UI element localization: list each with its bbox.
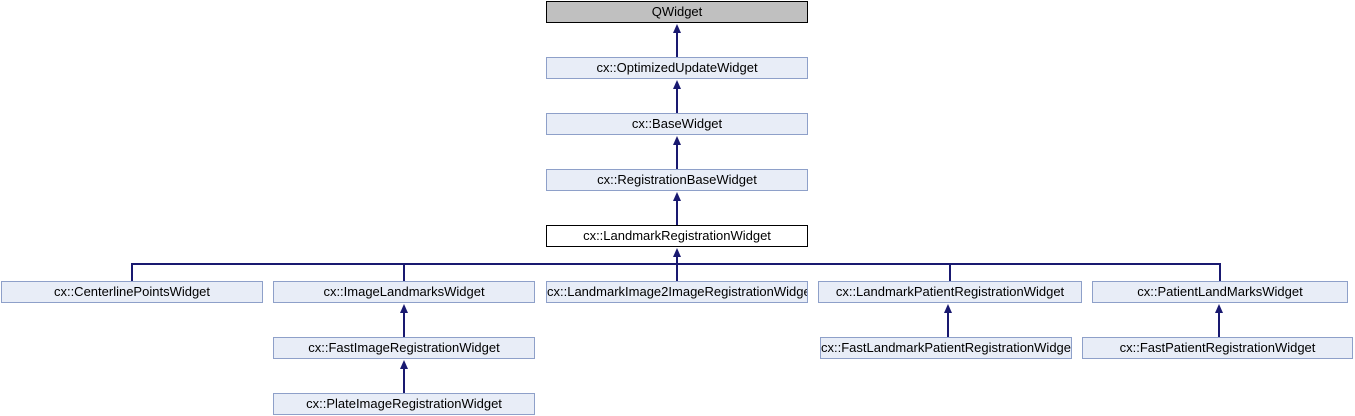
class-node-registration-base-widget[interactable]: cx::RegistrationBaseWidget (546, 169, 808, 191)
class-node-landmark-patient-registration-widget[interactable]: cx::LandmarkPatientRegistrationWidget (818, 281, 1082, 303)
class-node-patient-landmarks-widget[interactable]: cx::PatientLandMarksWidget (1092, 281, 1348, 303)
edge-line-drop-landmark-image2image (676, 263, 678, 281)
class-node-optimized-update-widget[interactable]: cx::OptimizedUpdateWidget (546, 57, 808, 79)
edge-arrowhead-to-patient-landmarks (1215, 304, 1223, 313)
edge-line-drop-centerline-points (131, 263, 133, 281)
edge-line-fastlandmarkpatient-landmarkpatient (947, 311, 949, 337)
edge-arrowhead-to-base-widget (673, 136, 681, 145)
edge-arrowhead-to-image-landmarks (400, 304, 408, 313)
class-node-landmark-image2image-registration-widget[interactable]: cx::LandmarkImage2ImageRegistrationWidge… (546, 281, 808, 303)
class-node-base-widget[interactable]: cx::BaseWidget (546, 113, 808, 135)
edge-line-fastpatient-patientlandmarks (1218, 311, 1220, 337)
edge-line-fanout-stem (676, 255, 678, 265)
edge-line-registrationbase-basewidget (676, 143, 678, 169)
edge-arrowhead-to-fast-image (400, 360, 408, 369)
edge-line-drop-image-landmarks (403, 263, 405, 281)
edge-line-landmarkregistration-registrationbase (676, 199, 678, 225)
class-node-landmark-registration-widget: cx::LandmarkRegistrationWidget (546, 225, 808, 247)
class-node-image-landmarks-widget[interactable]: cx::ImageLandmarksWidget (273, 281, 535, 303)
edge-arrowhead-to-optimized-update (673, 80, 681, 89)
edge-line-drop-patient-landmarks (1219, 263, 1221, 281)
class-node-fast-patient-registration-widget[interactable]: cx::FastPatientRegistrationWidget (1082, 337, 1353, 359)
class-node-fast-landmark-patient-registration-widget[interactable]: cx::FastLandmarkPatientRegistrationWidge… (820, 337, 1072, 359)
edge-arrowhead-to-qwidget (673, 24, 681, 33)
class-node-centerline-points-widget[interactable]: cx::CenterlinePointsWidget (1, 281, 263, 303)
edge-line-drop-landmark-patient (949, 263, 951, 281)
edge-arrowhead-to-landmark-registration (673, 248, 681, 257)
edge-line-fastimage-imagelandmarks (403, 311, 405, 337)
edge-arrowhead-to-landmark-patient (944, 304, 952, 313)
class-node-plate-image-registration-widget[interactable]: cx::PlateImageRegistrationWidget (273, 393, 535, 415)
edge-line-plateimage-fastimage (403, 367, 405, 393)
edge-line-basewidget-optimizedupdate (676, 87, 678, 113)
edge-arrowhead-to-registration-base (673, 192, 681, 201)
class-node-fast-image-registration-widget[interactable]: cx::FastImageRegistrationWidget (273, 337, 535, 359)
edge-line-optimizedupdate-qwidget (676, 31, 678, 57)
class-node-qwidget[interactable]: QWidget (546, 1, 808, 23)
